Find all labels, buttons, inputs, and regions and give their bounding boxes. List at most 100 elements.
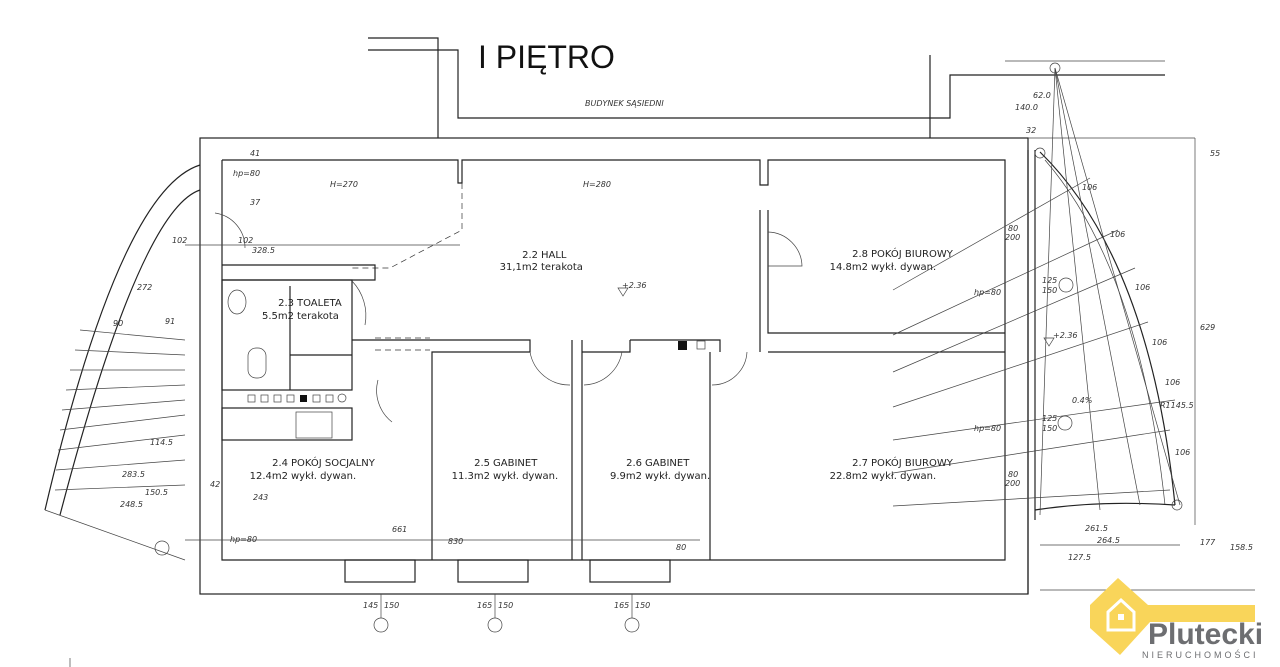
axis-marker: [1049, 62, 1061, 74]
svg-text:11.3m2: 11.3m2: [452, 471, 490, 482]
wall-room-2-8: [767, 210, 1005, 334]
axis-marker: [1034, 147, 1046, 159]
window: [457, 559, 529, 583]
svg-text:125: 125: [1042, 276, 1057, 285]
svg-text:106: 106: [1165, 378, 1180, 387]
svg-text:106: 106: [1110, 230, 1125, 239]
svg-text:2.2: 2.2: [522, 250, 538, 261]
svg-text:830: 830: [448, 537, 463, 546]
kitchen-counter: [221, 407, 353, 441]
house-icon: [1106, 597, 1136, 632]
room-label-2-6: 2.6 GABINET 9.9m2 wykł. dywan.: [610, 458, 710, 482]
wall: [582, 340, 631, 353]
level-triangle-icon: [617, 287, 629, 297]
svg-text:165: 165: [477, 601, 492, 610]
svg-text:150.5: 150.5: [145, 488, 168, 497]
level-mark: +2.36: [1053, 331, 1078, 340]
svg-text:32: 32: [1026, 126, 1036, 135]
svg-text:248.5: 248.5: [120, 500, 143, 509]
svg-text:TOALETA: TOALETA: [296, 298, 342, 309]
room-label-2-5: 2.5 GABINET 11.3m2 wykł. dywan.: [452, 458, 559, 482]
door-swing: [351, 280, 367, 326]
plan-title: I PIĘTRO: [478, 39, 615, 75]
svg-text:14.8m2: 14.8m2: [830, 262, 868, 273]
svg-text:POKÓJ BIUROWY: POKÓJ BIUROWY: [871, 247, 954, 260]
svg-text:127.5: 127.5: [1068, 553, 1091, 562]
svg-text:150: 150: [635, 601, 650, 610]
svg-text:2.7: 2.7: [852, 458, 868, 469]
svg-text:200: 200: [1005, 233, 1020, 242]
room-label-2-7: 2.7 POKÓJ BIUROWY 22.8m2 wykł. dywan.: [830, 456, 954, 482]
svg-text:80: 80: [676, 543, 686, 552]
height-label: H=280: [583, 180, 611, 189]
window: [589, 559, 671, 583]
sink-icon: [227, 289, 247, 315]
door-swing: [711, 351, 748, 386]
svg-text:wykł. dywan.: wykł. dywan.: [645, 471, 710, 482]
wall: [222, 264, 376, 281]
window: [344, 559, 416, 583]
door-swing: [529, 351, 571, 386]
svg-text:POKÓJ BIUROWY: POKÓJ BIUROWY: [871, 456, 954, 469]
door-swing: [214, 212, 246, 249]
axis-marker: [1171, 499, 1183, 511]
svg-text:125: 125: [1042, 414, 1057, 423]
svg-text:150: 150: [1042, 286, 1057, 295]
room-label-2-3: 2.3 TOALETA 5.5m2 terakota: [262, 298, 342, 322]
room-label-2-8: 2.8 POKÓJ BIUROWY 14.8m2 wykł. dywan.: [830, 247, 954, 273]
shaft-icon: [696, 340, 706, 350]
room-label-2-2: 2.2 HALL 31,1m2 terakota: [500, 250, 583, 273]
svg-text:629: 629: [1200, 323, 1215, 332]
svg-text:hp=80: hp=80: [230, 535, 257, 544]
stair-outline: [44, 164, 201, 511]
level-mark: +2.36: [622, 281, 647, 290]
neighbor-outline: [368, 49, 1165, 119]
svg-text:102: 102: [172, 236, 187, 245]
svg-text:158.5: 158.5: [1230, 543, 1253, 552]
terrace-radial-lines: [892, 67, 1181, 516]
svg-text:150: 150: [384, 601, 399, 610]
stair-outline: [59, 189, 201, 516]
toilet-wall: [221, 279, 353, 391]
outer-wall: [199, 137, 1029, 595]
drain-icon: [1057, 415, 1073, 431]
neighbor-outline: [368, 37, 439, 138]
door-swing: [583, 351, 623, 386]
svg-text:328.5: 328.5: [252, 246, 275, 255]
svg-text:106: 106: [1135, 283, 1150, 292]
svg-text:12.4m2: 12.4m2: [250, 471, 288, 482]
svg-text:90: 90: [113, 319, 123, 328]
svg-text:NIERUCHOMOŚCI: NIERUCHOMOŚCI: [1142, 649, 1259, 660]
svg-text:2.8: 2.8: [852, 249, 868, 260]
svg-text:91: 91: [165, 317, 175, 326]
door-swing: [767, 231, 803, 267]
svg-text:wykł. dywan.: wykł. dywan.: [493, 471, 558, 482]
svg-text:42: 42: [210, 480, 220, 489]
key-shape: [1090, 578, 1255, 655]
svg-text:POKÓJ SOCJALNY: POKÓJ SOCJALNY: [291, 456, 376, 469]
svg-text:41: 41: [250, 149, 260, 158]
svg-text:37: 37: [250, 198, 261, 207]
room-label-2-4: 2.4 POKÓJ SOCJALNY 12.4m2 wykł. dywan.: [250, 456, 376, 482]
svg-text:55: 55: [1210, 149, 1220, 158]
svg-text:177: 177: [1200, 538, 1216, 547]
svg-text:140.0: 140.0: [1015, 103, 1038, 112]
axis-markers: [154, 540, 640, 633]
plutecki-logo: Plutecki NIERUCHOMOŚCI: [1090, 578, 1263, 660]
svg-text:2.5: 2.5: [474, 458, 490, 469]
svg-text:264.5: 264.5: [1097, 536, 1120, 545]
stair-steps: [54, 329, 186, 491]
height-label: H=270: [330, 180, 358, 189]
svg-text:102: 102: [238, 236, 253, 245]
door-swing: [376, 379, 393, 423]
svg-text:106: 106: [1082, 183, 1097, 192]
svg-text:165: 165: [614, 601, 629, 610]
neighbor-label: BUDYNEK SĄSIEDNI: [585, 99, 664, 108]
svg-text:31,1m2: 31,1m2: [500, 262, 538, 273]
drain-icon: [1058, 277, 1074, 293]
svg-text:661: 661: [392, 525, 407, 534]
level-triangle-icon: [1043, 337, 1055, 347]
svg-text:150: 150: [498, 601, 513, 610]
svg-text:243: 243: [253, 493, 268, 502]
